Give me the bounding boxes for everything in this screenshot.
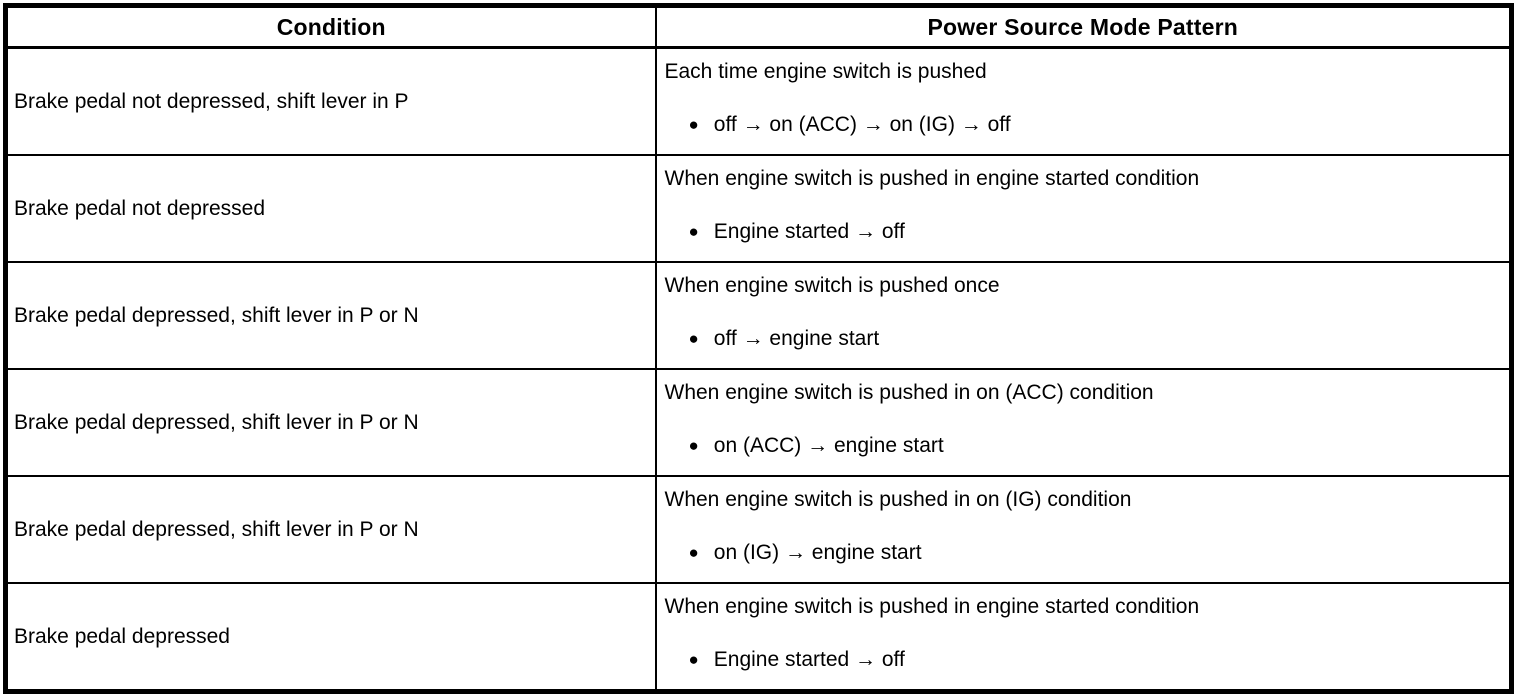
pattern-cell: When engine switch is pushed in on (IG) … <box>654 475 1513 584</box>
power-source-mode-table: Condition Power Source Mode Pattern Brak… <box>3 3 1514 694</box>
condition-cell: Brake pedal depressed, shift lever in P … <box>4 475 657 584</box>
table-header-pattern: Power Source Mode Pattern <box>654 4 1513 49</box>
table-row: Brake pedal depressed, shift lever in P … <box>4 261 1513 370</box>
bullet-icon: ● <box>688 543 699 562</box>
condition-cell: Brake pedal not depressed <box>4 154 657 263</box>
table-header-condition: Condition <box>4 4 657 49</box>
pattern-intro: Each time engine switch is pushed <box>664 60 987 83</box>
bullet-icon: ● <box>688 650 699 669</box>
pattern-bullet-line: ● off → on (ACC) → on (IG) → off <box>665 112 1504 138</box>
pattern-intro: When engine switch is pushed in on (ACC)… <box>664 381 1154 404</box>
pattern-bullet-text: off → engine start <box>713 327 880 350</box>
pattern-cell: Each time engine switch is pushed ● off →… <box>654 46 1513 156</box>
pattern-cell: When engine switch is pushed once ● off →… <box>654 261 1513 370</box>
bullet-icon: ● <box>688 436 699 455</box>
pattern-bullet-line: ● Engine started → off <box>665 647 1504 673</box>
pattern-intro: When engine switch is pushed in engine s… <box>664 167 1200 190</box>
table-row: Brake pedal not depressed, shift lever i… <box>4 46 1513 156</box>
pattern-bullet-text: off → on (ACC) → on (IG) → off <box>713 113 1011 136</box>
condition-cell: Brake pedal depressed <box>4 582 657 693</box>
table-row: Brake pedal not depressed When engine sw… <box>4 154 1513 263</box>
condition-cell: Brake pedal not depressed, shift lever i… <box>4 46 657 156</box>
pattern-bullet-line: ● off → engine start <box>665 326 1504 352</box>
table-row: Brake pedal depressed, shift lever in P … <box>4 368 1513 477</box>
bullet-icon: ● <box>688 222 699 241</box>
pattern-bullet-text: on (ACC) → engine start <box>713 434 944 457</box>
bullet-icon: ● <box>688 329 699 348</box>
pattern-bullet-text: on (IG) → engine start <box>713 541 922 564</box>
table-header-row: Condition Power Source Mode Pattern <box>4 4 1513 49</box>
pattern-cell: When engine switch is pushed in on (ACC)… <box>654 368 1513 477</box>
pattern-bullet-line: ● on (IG) → engine start <box>665 540 1504 566</box>
table-row: Brake pedal depressed When engine switch… <box>4 582 1513 693</box>
table-row: Brake pedal depressed, shift lever in P … <box>4 475 1513 584</box>
condition-cell: Brake pedal depressed, shift lever in P … <box>4 261 657 370</box>
pattern-bullet-line: ● Engine started → off <box>665 219 1504 245</box>
pattern-intro: When engine switch is pushed once <box>664 274 1000 297</box>
pattern-bullet-text: Engine started → off <box>713 220 905 243</box>
pattern-bullet-text: Engine started → off <box>713 648 905 671</box>
pattern-cell: When engine switch is pushed in engine s… <box>654 582 1513 693</box>
bullet-icon: ● <box>688 115 699 134</box>
pattern-bullet-line: ● on (ACC) → engine start <box>665 433 1504 459</box>
pattern-intro: When engine switch is pushed in engine s… <box>664 595 1200 618</box>
pattern-cell: When engine switch is pushed in engine s… <box>654 154 1513 263</box>
pattern-intro: When engine switch is pushed in on (IG) … <box>664 488 1132 511</box>
condition-cell: Brake pedal depressed, shift lever in P … <box>4 368 657 477</box>
